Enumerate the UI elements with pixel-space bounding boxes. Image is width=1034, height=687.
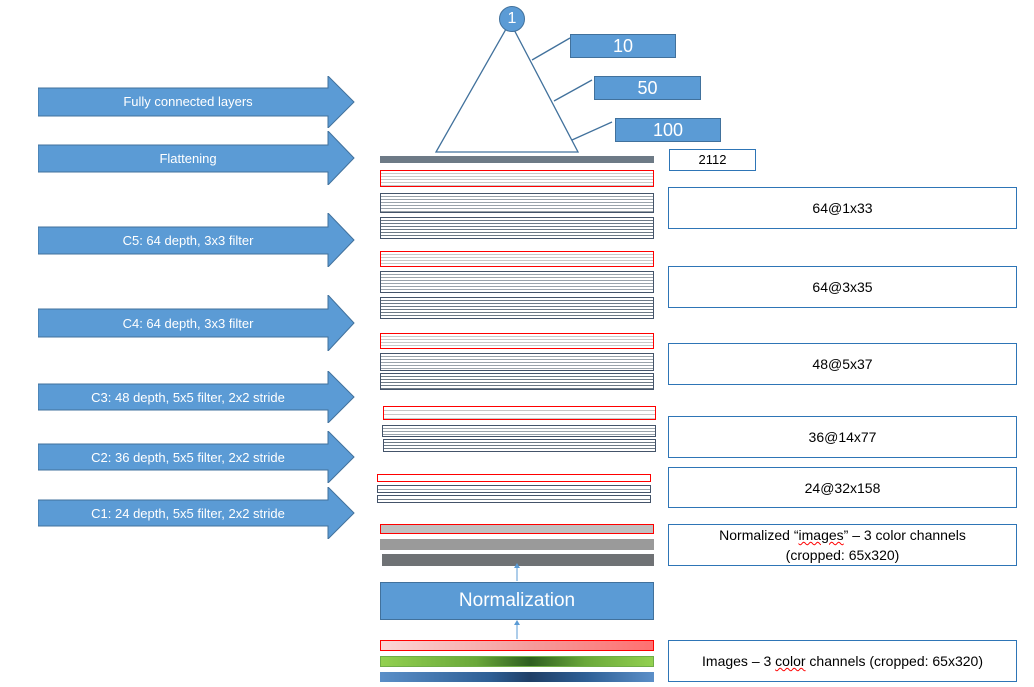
normalized-images-box: Normalized “images” – 3 color channels (… bbox=[668, 524, 1017, 566]
feature-map-bar bbox=[380, 251, 654, 267]
arrow-c4: C4: 64 depth, 3x3 filter bbox=[38, 295, 356, 351]
feature-map-bar bbox=[380, 217, 654, 239]
images-label-pre: Images – 3 bbox=[702, 653, 776, 669]
fc-size-10: 10 bbox=[570, 34, 676, 58]
output-node-label: 1 bbox=[507, 10, 517, 27]
green-channel-bar bbox=[380, 656, 654, 667]
feature-map-bar bbox=[377, 485, 651, 493]
flatten-size-box: 2112 bbox=[669, 149, 756, 171]
layer-size-box: 64@3x35 bbox=[668, 266, 1017, 308]
arrow-c3: C3: 48 depth, 5x5 filter, 2x2 stride bbox=[38, 371, 356, 423]
arrow-c2: C2: 36 depth, 5x5 filter, 2x2 stride bbox=[38, 431, 356, 483]
layer-size-label: 48@5x37 bbox=[812, 356, 873, 372]
feature-map-bar bbox=[380, 193, 654, 213]
layer-size-label: 36@14x77 bbox=[808, 429, 877, 445]
layer-size-box: 64@1x33 bbox=[668, 187, 1017, 229]
feature-map-bar bbox=[380, 271, 654, 293]
arrow-fully-connected: Fully connected layers bbox=[38, 76, 356, 128]
layer-size-label: 64@1x33 bbox=[812, 200, 873, 216]
images-label: Images – 3 color channels (cropped: 65x3… bbox=[702, 651, 983, 671]
red-channel-bar bbox=[380, 640, 654, 651]
input-images-box: Images – 3 color channels (cropped: 65x3… bbox=[668, 640, 1017, 682]
feature-map-bar bbox=[377, 474, 651, 482]
normalization-label: Normalization bbox=[458, 590, 576, 611]
feature-map-bar bbox=[380, 170, 654, 187]
arrow-label: C2: 36 depth, 5x5 filter, 2x2 stride bbox=[91, 450, 285, 465]
fully-connected-triangle bbox=[434, 20, 613, 153]
layer-size-box: 24@32x158 bbox=[668, 467, 1017, 508]
layer-size-box: 48@5x37 bbox=[668, 343, 1017, 385]
normalization-box: Normalization bbox=[380, 582, 654, 620]
arrow-flattening: Flattening bbox=[38, 131, 356, 185]
normalized-label-pre: Normalized “ bbox=[719, 527, 799, 543]
arrow-c5: C5: 64 depth, 3x3 filter bbox=[38, 213, 356, 267]
feature-map-bar bbox=[382, 425, 656, 437]
fc-size-100: 100 bbox=[615, 118, 721, 142]
normalized-channel-bar bbox=[380, 539, 654, 550]
normalized-label-line1: Normalized “images” – 3 color channels bbox=[719, 525, 966, 545]
fc-size-50: 50 bbox=[594, 76, 701, 100]
flatten-bar bbox=[380, 156, 654, 163]
arrow-c1: C1: 24 depth, 5x5 filter, 2x2 stride bbox=[38, 487, 356, 539]
fc-size-label: 10 bbox=[612, 35, 634, 56]
feature-map-bar bbox=[380, 333, 654, 349]
feature-map-bar bbox=[383, 406, 656, 420]
feature-map-bar bbox=[383, 439, 656, 452]
output-node: 1 bbox=[499, 6, 525, 32]
flatten-size-label: 2112 bbox=[698, 152, 727, 167]
normalized-label-word: images bbox=[798, 527, 844, 543]
feature-map-bar bbox=[380, 297, 654, 319]
up-arrow-icon bbox=[514, 620, 520, 639]
images-label-word: color bbox=[775, 653, 806, 669]
up-arrow-icon bbox=[514, 563, 520, 581]
normalized-label-post: ” – 3 color channels bbox=[843, 527, 966, 543]
arrow-label: C3: 48 depth, 5x5 filter, 2x2 stride bbox=[91, 390, 285, 405]
arrow-label: Fully connected layers bbox=[123, 94, 253, 109]
arrow-label: C5: 64 depth, 3x3 filter bbox=[122, 233, 254, 248]
blue-channel-bar bbox=[380, 672, 654, 682]
normalized-channel-bar bbox=[380, 524, 654, 534]
fc-size-label: 100 bbox=[652, 119, 684, 140]
arrow-label: C4: 64 depth, 3x3 filter bbox=[122, 316, 254, 331]
arrow-label: C1: 24 depth, 5x5 filter, 2x2 stride bbox=[91, 506, 285, 521]
normalized-channel-bar bbox=[382, 554, 654, 566]
layer-size-label: 64@3x35 bbox=[812, 279, 873, 295]
images-label-post: channels (cropped: 65x320) bbox=[805, 653, 983, 669]
feature-map-bar bbox=[380, 373, 654, 390]
layer-size-box: 36@14x77 bbox=[668, 416, 1017, 458]
arrow-label: Flattening bbox=[159, 151, 217, 166]
layer-size-label: 24@32x158 bbox=[804, 479, 881, 496]
fc-size-label: 50 bbox=[637, 77, 658, 98]
feature-map-bar bbox=[377, 495, 651, 503]
normalized-label-line2: (cropped: 65x320) bbox=[785, 547, 900, 563]
feature-map-bar bbox=[380, 353, 654, 371]
